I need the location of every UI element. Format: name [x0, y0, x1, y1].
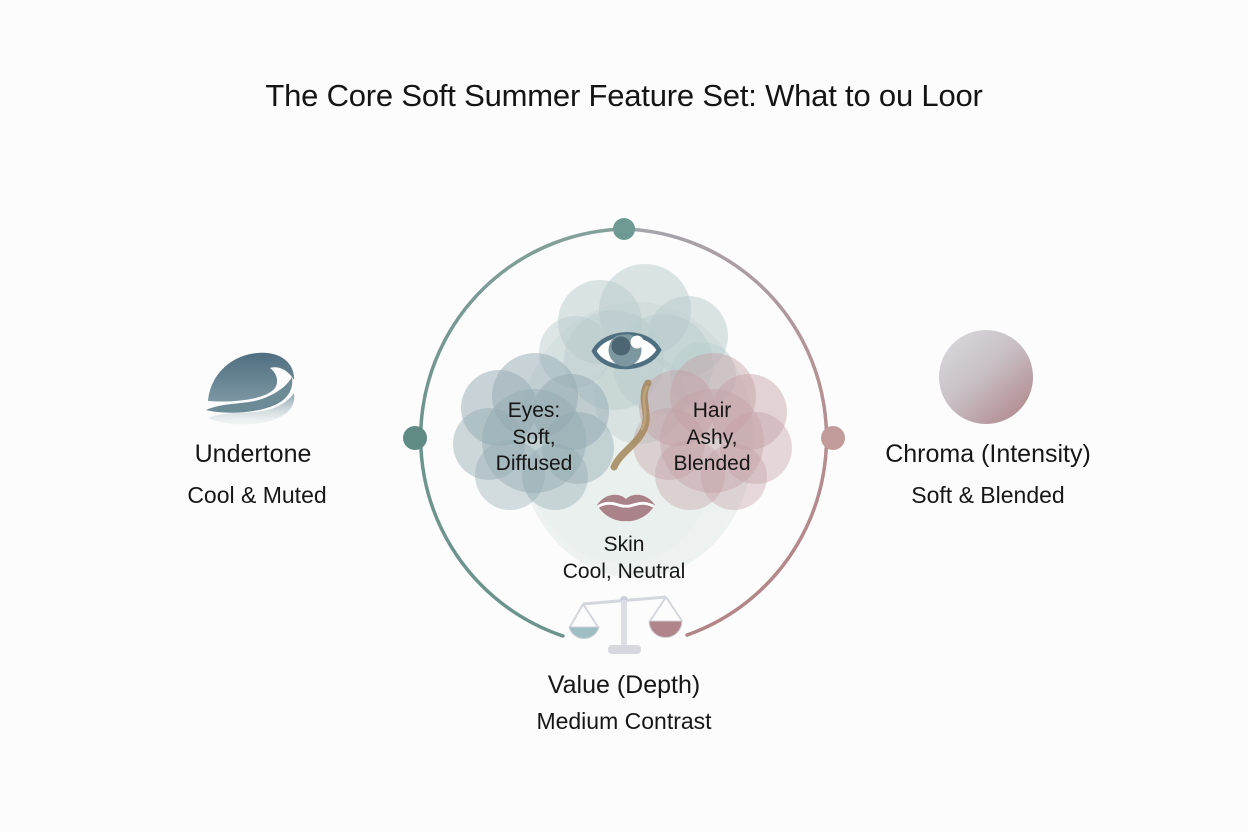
hair-line-1: Hair — [692, 399, 732, 422]
hair-line-2: Ashy, — [686, 425, 738, 449]
page-title: The Core Soft Summer Feature Set: What t… — [265, 78, 983, 113]
value-depth-label: Value (Depth) — [547, 671, 701, 699]
scale-right-pan — [648, 620, 683, 638]
right-node-dot — [821, 426, 845, 450]
chroma-label: Chroma (Intensity) — [885, 440, 1091, 468]
hair-cloud-text: Hair Ashy, Blended — [632, 398, 792, 478]
eyes-cloud-text: Eyes: Soft, Diffused — [454, 398, 614, 478]
eye-icon — [591, 332, 662, 370]
hair-line-3: Blended — [673, 452, 751, 475]
value-depth-value: Medium Contrast — [536, 708, 712, 734]
nose-icon — [610, 379, 652, 471]
gradient-sphere-icon — [939, 330, 1033, 424]
eyes-line-1: Eyes: — [507, 399, 561, 422]
eyes-line-3: Diffused — [495, 452, 573, 475]
undertone-label: Undertone — [194, 440, 312, 468]
ocean-wave-icon — [206, 352, 295, 425]
left-node-dot — [403, 426, 427, 450]
feature-ring — [418, 227, 829, 638]
top-node-dot — [613, 218, 635, 240]
eyes-line-2: Soft, — [512, 425, 556, 449]
scale-left-pan — [568, 626, 600, 640]
hair-cloud — [633, 353, 792, 510]
skin-line-2: Cool, Neutral — [562, 560, 686, 583]
skin-line-1: Skin — [603, 533, 645, 556]
lips-icon — [597, 494, 655, 522]
chroma-value: Soft & Blended — [911, 482, 1065, 508]
skin-text: Skin Cool, Neutral — [509, 531, 739, 585]
undertone-value: Cool & Muted — [187, 482, 327, 508]
eyes-cloud — [453, 353, 614, 510]
balance-scale-icon — [568, 595, 683, 654]
ring-left-arc — [418, 227, 626, 638]
